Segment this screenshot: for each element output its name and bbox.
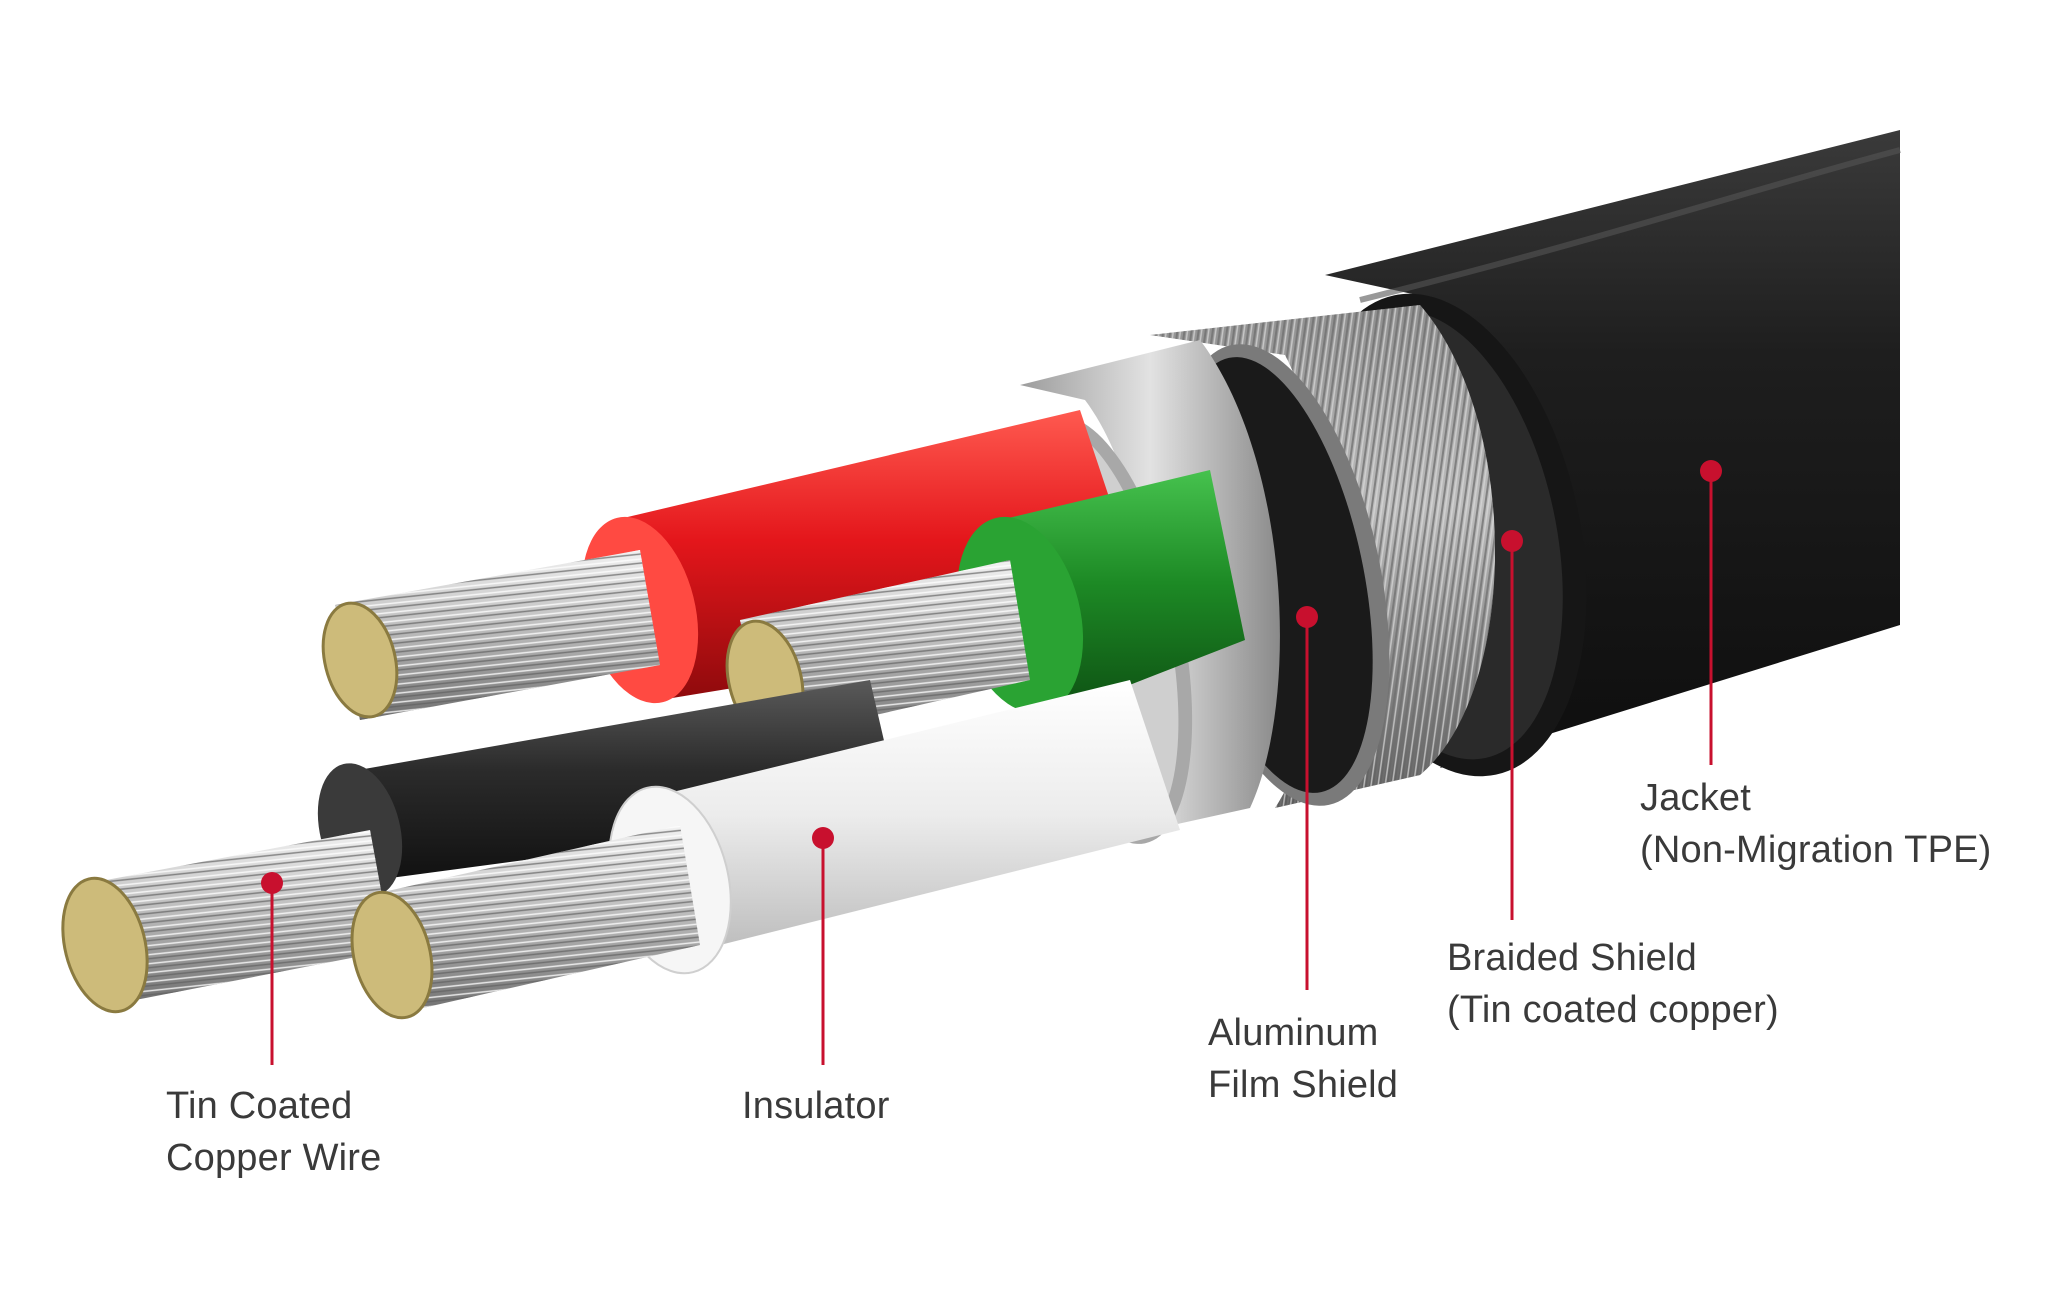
label-braided-shield-line1: Braided Shield [1447,937,1697,979]
callouts [261,460,1722,1065]
label-tin-coated-wire-line2: Copper Wire [166,1137,382,1179]
label-jacket-line1: Jacket [1640,777,1752,819]
black-wire-part [61,680,900,1014]
label-insulator-line1: Insulator [742,1085,890,1127]
white-wire-part [350,680,1180,1020]
label-insulator: Insulator [742,1080,890,1132]
label-aluminum-shield-line1: Aluminum [1208,1012,1379,1054]
callout-insulator [812,827,834,1065]
label-aluminum-shield-line2: Film Shield [1208,1064,1399,1106]
label-jacket: Jacket (Non-Migration TPE) [1640,772,1992,876]
callout-braided-shield [1501,530,1523,920]
label-aluminum-shield: Aluminum Film Shield [1208,1007,1398,1111]
label-tin-coated-wire-line1: Tin Coated [166,1085,353,1127]
label-braided-shield-line2: (Tin coated copper) [1447,989,1779,1031]
label-tin-coated-wire: Tin Coated Copper Wire [166,1080,382,1184]
label-jacket-line2: (Non-Migration TPE) [1640,829,1992,871]
callout-jacket [1700,460,1722,765]
callout-aluminum-shield [1296,606,1318,990]
label-braided-shield: Braided Shield (Tin coated copper) [1447,932,1779,1036]
callout-tin-coated-wire [261,872,283,1065]
